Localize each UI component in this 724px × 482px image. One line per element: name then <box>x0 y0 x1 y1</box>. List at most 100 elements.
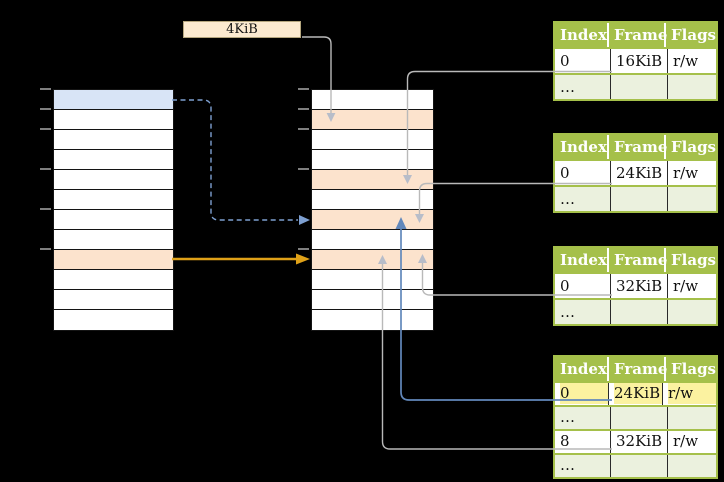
virtual-page-row-4 <box>54 170 173 190</box>
cell-frame <box>610 187 667 211</box>
virtual-page-row-6 <box>54 210 173 230</box>
virtual-memory-column <box>53 89 174 331</box>
address-tick <box>40 208 51 210</box>
column-header-flags: Flags <box>664 135 716 159</box>
cell-frame <box>610 455 667 477</box>
cell-frame: 24KiB <box>610 161 667 185</box>
cell-flags <box>667 187 716 211</box>
cell-index: … <box>560 303 575 321</box>
cell-frame <box>610 407 667 429</box>
column-header-index: Index <box>560 251 607 269</box>
cell-index: 8 <box>560 432 570 450</box>
cell-index: 0 <box>555 383 608 405</box>
address-tick <box>298 128 309 130</box>
cell-index: … <box>560 408 575 426</box>
cell-flags <box>667 300 716 324</box>
cell-flags: r/w <box>667 431 716 453</box>
page-table-row-0: 0 24KiB r/w <box>555 381 716 405</box>
physical-frame-row-5 <box>312 190 433 210</box>
address-tick <box>298 168 309 170</box>
arrow-virtual-page0-dashed <box>172 99 310 225</box>
cell-flags <box>667 407 716 429</box>
cell-flags: r/w <box>667 161 716 185</box>
virtual-page-row-11 <box>54 310 173 330</box>
virtual-page-row-9 <box>54 270 173 290</box>
page-table-row-ellipsis: … <box>555 405 716 429</box>
address-tick <box>40 248 51 250</box>
column-header-frame: Frame <box>607 23 667 47</box>
physical-frame-row-8 <box>312 250 433 270</box>
cell-frame <box>610 300 667 324</box>
page-table-row-ellipsis: … <box>555 453 716 477</box>
virtual-page-row-7 <box>54 230 173 250</box>
column-header-flags: Flags <box>664 248 716 272</box>
column-header-flags: Flags <box>664 23 716 47</box>
column-header-frame: Frame <box>607 135 667 159</box>
virtual-page-row-3 <box>54 150 173 170</box>
virtual-page-row-1 <box>54 110 173 130</box>
arrow-virtual-page8-orange <box>172 253 310 265</box>
cell-flags: r/w <box>667 49 716 73</box>
column-header-frame: Frame <box>607 248 667 272</box>
physical-frame-row-6 <box>312 210 433 230</box>
physical-frame-row-11 <box>312 310 433 330</box>
highlighted-value: 0 <box>560 383 608 404</box>
cell-frame: 16KiB <box>610 49 667 73</box>
virtual-page-row-10 <box>54 290 173 310</box>
physical-frame-row-10 <box>312 290 433 310</box>
cell-index: … <box>560 78 575 96</box>
cell-flags <box>667 75 716 99</box>
column-header-index: Index <box>560 138 607 156</box>
address-tick <box>298 248 309 250</box>
physical-frame-row-0 <box>312 90 433 110</box>
highlighted-value: r/w <box>668 383 716 404</box>
physical-frame-row-1 <box>312 110 433 130</box>
physical-frame-row-2 <box>312 130 433 150</box>
page-size-label: 4KiB <box>183 21 301 38</box>
address-tick <box>40 168 51 170</box>
address-tick <box>40 128 51 130</box>
column-header-frame: Frame <box>607 357 667 381</box>
virtual-page-row-2 <box>54 130 173 150</box>
physical-frame-row-4 <box>312 170 433 190</box>
physical-memory-column <box>311 89 434 331</box>
cell-index: … <box>560 456 575 474</box>
page-table-row-ellipsis: … <box>555 73 716 99</box>
address-tick <box>40 88 51 90</box>
cell-flags <box>667 455 716 477</box>
column-header-flags: Flags <box>664 357 716 381</box>
physical-frame-row-7 <box>312 230 433 250</box>
physical-frame-row-3 <box>312 150 433 170</box>
virtual-page-row-5 <box>54 190 173 210</box>
cell-frame <box>610 75 667 99</box>
virtual-page-row-8 <box>54 250 173 270</box>
cell-frame: 32KiB <box>610 274 667 298</box>
column-header-index: Index <box>560 26 607 44</box>
address-tick <box>40 108 51 110</box>
page-table-row-ellipsis: … <box>555 185 716 211</box>
cell-flags: r/w <box>662 383 716 405</box>
cell-frame: 24KiB <box>608 383 662 405</box>
cell-index: 0 <box>560 277 570 295</box>
virtual-page-row-0 <box>54 90 173 110</box>
cell-index: 0 <box>560 52 570 70</box>
cell-frame: 32KiB <box>610 431 667 453</box>
column-header-index: Index <box>560 360 607 378</box>
page-table-row-ellipsis: … <box>555 298 716 324</box>
cell-index: … <box>560 190 575 208</box>
cell-flags: r/w <box>667 274 716 298</box>
highlighted-value: 24KiB <box>614 383 662 404</box>
